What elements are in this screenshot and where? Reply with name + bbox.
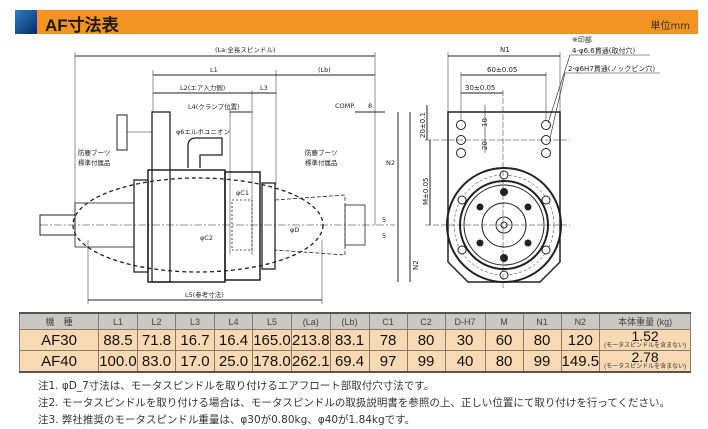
cell: 120 (560, 329, 601, 351)
cell: 178.0 (252, 350, 292, 373)
cell: 262.1 (291, 350, 331, 373)
cell: 83.0 (137, 350, 176, 373)
col-header: 本体重量 (kg) (599, 312, 692, 330)
boot-left-label-2: 標準付属品 (78, 158, 111, 167)
boot-left-label: 防塵ブーツ (78, 148, 110, 157)
weight-note: (モータスピンドルを含まない) (604, 343, 687, 349)
cell: 80 (522, 329, 562, 351)
front-view-labels: (La:全長スピンドル) L1 (Lb) L2(エア入力側) L3 L4(クラン… (78, 45, 395, 299)
col-header: N1 (522, 312, 562, 330)
dim-20: 20 (481, 141, 489, 150)
dim-d: φD (290, 226, 299, 234)
cell: 71.8 (137, 329, 176, 351)
dim-c1: φC1 (236, 189, 249, 197)
cell: 17.0 (175, 350, 215, 373)
col-header: L4 (214, 312, 253, 330)
cell: 149.5 (560, 350, 601, 373)
col-header: L2 (137, 312, 176, 330)
col-header: D-H7 (444, 312, 486, 330)
dim-60: 60±0.05 (487, 66, 517, 74)
dim-comp: COMP. (335, 102, 355, 110)
col-header: L1 (98, 312, 138, 330)
col-header: M (484, 312, 524, 330)
cell: AF40 (19, 350, 99, 373)
side-view-labels: N1 60±0.05 30±0.05 20±0.1 10 20 M±0.05 N… (412, 35, 655, 270)
note-2: 注2. モータスピンドルを取り付ける場合は、モータスピンドルの取扱説明書を参照の… (38, 397, 671, 409)
note-1: 注1. φD_7寸法は、モータスピンドルを取り付けるエアフロート部取付穴寸法です… (38, 380, 435, 392)
dim-lb: (Lb) (318, 66, 331, 74)
dim-20-tol: 20±0.1 (419, 112, 427, 138)
weight-value: 2.78 (631, 349, 659, 365)
dim-30: 30±0.05 (465, 84, 495, 92)
cell: 97 (368, 350, 408, 373)
weight-value: 1.52 (631, 328, 659, 344)
dim-n1: N1 (500, 46, 510, 54)
elbow-label: φ6エルボユニオン (176, 128, 230, 136)
cell: 60 (484, 329, 524, 351)
cell: AF30 (19, 329, 99, 351)
cell: 78 (368, 329, 408, 351)
col-header: (La) (291, 312, 331, 330)
boot-right-label-2: 標準付属品 (305, 158, 338, 167)
col-header: C1 (368, 312, 408, 330)
dim-5a: 5 (382, 216, 386, 224)
dim-l2: L2(エア入力側) (180, 83, 225, 92)
cell: 165.0 (252, 329, 292, 351)
cell: 99 (522, 350, 562, 373)
weight-cell: 2.78(モータスピンドルを含まない) (599, 349, 692, 373)
cell: 100.0 (98, 350, 138, 373)
dim-comp-value: 8 (368, 102, 372, 110)
page-title: AF寸法表 (45, 16, 119, 35)
header-square-icon (15, 10, 37, 34)
note-knock-pins: 2-φ6H7貫通(ノックピン穴) (568, 64, 655, 73)
col-header: L3 (175, 312, 215, 330)
col-header: 機 種 (19, 312, 99, 330)
dim-10: 10 (481, 118, 489, 127)
dim-c2: φC2 (200, 234, 213, 242)
dimension-drawing: (La:全長スピンドル) L1 (Lb) L2(エア入力側) L3 L4(クラン… (39, 35, 660, 304)
cell: 83.1 (329, 329, 370, 351)
col-header: N2 (560, 312, 601, 330)
cell: 30 (444, 329, 486, 351)
weight-note: (モータスピンドルを含まない) (604, 364, 687, 370)
side-view (409, 52, 660, 290)
weight-cell: 1.52(モータスピンドルを含まない) (599, 328, 692, 351)
dim-l5: L5(参考寸法) (185, 290, 224, 299)
dim-l1: L1 (210, 66, 218, 74)
table-row: AF30 88.5 71.8 16.7 16.4 165.0 213.8 83.… (19, 328, 692, 351)
cell: 80 (406, 329, 446, 351)
dim-n2-side: N2 (412, 260, 420, 270)
front-view (39, 52, 399, 304)
cell: 16.4 (214, 329, 253, 351)
col-header: L5 (252, 312, 292, 330)
cell: 99 (406, 350, 446, 373)
cell: 16.7 (175, 329, 215, 351)
table-row: AF40 100.0 83.0 17.0 25.0 178.0 262.1 69… (19, 349, 692, 373)
dimension-table: 機 種 L1 L2 L3 L4 L5 (La) (Lb) C1 C2 D-H7 … (19, 312, 692, 373)
col-header: C2 (406, 312, 446, 330)
cell: 213.8 (291, 329, 331, 351)
col-header: (Lb) (329, 312, 370, 330)
dim-5b: 5 (382, 232, 386, 240)
dim-m: M±0.05 (422, 178, 430, 206)
section-header: AF寸法表 単位mm (15, 10, 698, 35)
note-mount-holes: 4-φ6.6貫通(取付穴) (572, 46, 635, 55)
note-3: 注3. 弊社推奨のモータスピンドル重量は、φ30が0.80kg、φ40が1.84… (38, 414, 416, 426)
dim-n2-front: N2 (386, 159, 395, 167)
boot-right-label: 防塵ブーツ (305, 148, 337, 157)
unit-label: 単位mm (650, 21, 690, 32)
cell: 40 (444, 350, 486, 373)
dim-l3: L3 (260, 84, 268, 92)
cell: 88.5 (98, 329, 138, 351)
table-header-row: 機 種 L1 L2 L3 L4 L5 (La) (Lb) C1 C2 D-H7 … (19, 312, 692, 330)
note-mark: ※印部 (572, 35, 592, 44)
cell: 80 (484, 350, 524, 373)
cell: 25.0 (214, 350, 253, 373)
dim-la: (La:全長スピンドル) (215, 45, 275, 54)
cell: 69.4 (329, 350, 370, 373)
dim-l4: L4(クランプ位置) (188, 102, 240, 111)
notes: 注1. φD_7寸法は、モータスピンドルを取り付けるエアフロート部取付穴寸法です… (38, 378, 670, 429)
